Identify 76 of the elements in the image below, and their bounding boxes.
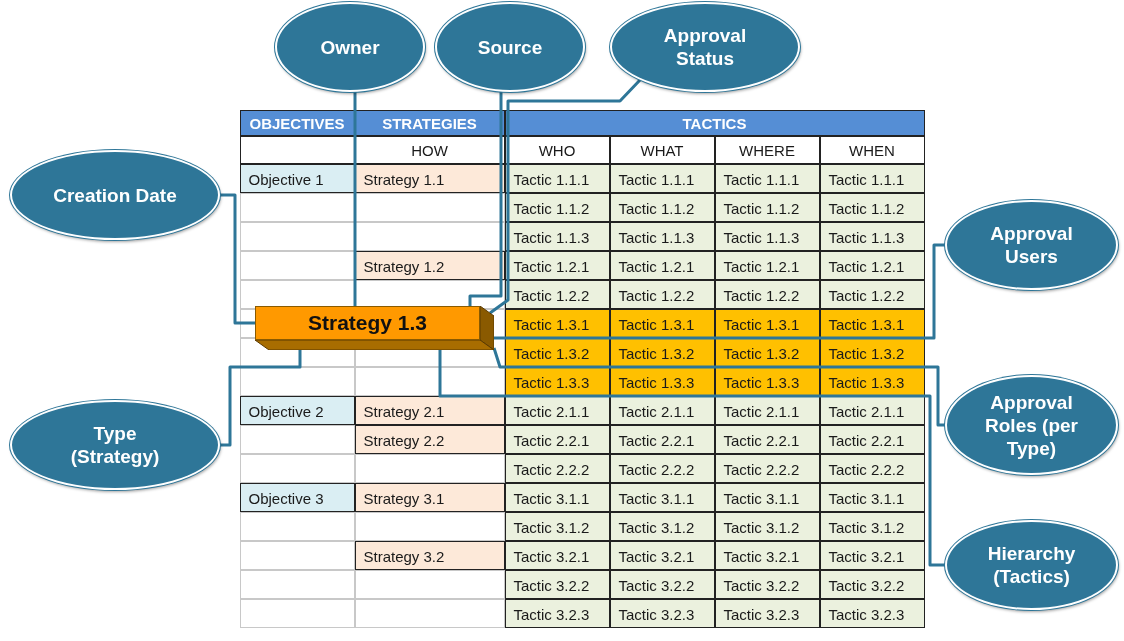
header-cell: WHEN [819,135,925,164]
table-cell: Objective 1 [239,163,355,193]
table-cell: Tactic 1.1.3 [609,221,715,251]
table-cell: Tactic 3.2.3 [504,598,610,628]
table-cell: Tactic 3.1.1 [819,482,925,512]
table-cell: Tactic 2.2.2 [609,453,715,483]
table-cell: Tactic 1.2.1 [714,250,820,280]
callout-bubble: Hierarchy (Tactics) [945,520,1118,610]
table-cell: Tactic 3.2.2 [819,569,925,599]
table-cell: Tactic 3.2.1 [714,540,820,570]
table-cell: Tactic 2.2.1 [819,424,925,454]
table-cell: Tactic 3.1.2 [504,511,610,541]
header-cell: TACTICS [504,109,925,136]
callout-bubble: Approval Status [610,2,800,92]
table-cell: Tactic 3.2.2 [609,569,715,599]
table-cell: Tactic 3.1.2 [714,511,820,541]
table-cell: Tactic 3.2.3 [609,598,715,628]
callout-bubble: Approval Roles (per Type) [945,375,1118,475]
table-cell: Tactic 2.2.1 [609,424,715,454]
table-cell: Tactic 1.2.1 [609,250,715,280]
table-cell: Tactic 2.2.1 [504,424,610,454]
table-cell: Strategy 3.1 [354,482,505,512]
table-cell: Tactic 3.2.2 [504,569,610,599]
table-cell: Tactic 1.3.1 [819,308,925,338]
leader-line [494,243,945,340]
table-cell: Tactic 2.2.2 [504,453,610,483]
header-cell: STRATEGIES [354,109,505,136]
table-cell: Objective 2 [239,395,355,425]
table-cell: Tactic 3.1.1 [714,482,820,512]
table-cell: Tactic 2.2.2 [819,453,925,483]
callout-bubble: Creation Date [10,150,220,240]
leader-line [468,92,503,306]
table-cell: Tactic 3.1.2 [609,511,715,541]
header-cell: WHERE [714,135,820,164]
table-cell: Tactic 3.1.2 [819,511,925,541]
callout-bubble: Approval Users [945,200,1118,290]
callout-bubble: Owner [275,2,425,92]
table-cell: Tactic 1.3.1 [714,308,820,338]
table-cell: Tactic 3.2.1 [609,540,715,570]
header-cell: WHAT [609,135,715,164]
leader-line [438,350,945,567]
table-cell: Tactic 1.1.1 [714,163,820,193]
table-cell: Tactic 2.2.2 [714,453,820,483]
table-cell: Tactic 3.2.1 [819,540,925,570]
table-cell: Tactic 1.3.1 [504,308,610,338]
table-cell: Tactic 1.2.2 [819,279,925,309]
table-cell: Tactic 1.2.2 [714,279,820,309]
header-cell: OBJECTIVES [239,109,355,136]
table-cell: Tactic 1.2.1 [819,250,925,280]
table-cell: Tactic 1.1.1 [819,163,925,193]
table-cell: Tactic 1.1.3 [819,221,925,251]
table-cell: Tactic 1.1.2 [714,192,820,222]
table-cell: Strategy 2.2 [354,424,505,454]
table-cell: Tactic 1.1.3 [714,221,820,251]
table-cell: Tactic 1.1.2 [819,192,925,222]
leader-line [353,92,357,306]
table-cell: Tactic 1.1.2 [609,192,715,222]
table-cell: Tactic 2.2.1 [714,424,820,454]
table-cell: Objective 3 [239,482,355,512]
table-cell: Tactic 3.2.3 [714,598,820,628]
table-cell: Tactic 3.1.1 [504,482,610,512]
table-cell: Tactic 1.1.1 [609,163,715,193]
table-cell: Tactic 3.2.3 [819,598,925,628]
table-cell: Tactic 3.2.2 [714,569,820,599]
callout-bubble: Type (Strategy) [10,400,220,490]
table-cell: Tactic 1.3.1 [609,308,715,338]
table-cell: Tactic 1.2.2 [504,279,610,309]
leader-line [492,347,945,427]
table-cell: Strategy 3.2 [354,540,505,570]
table-cell: Tactic 3.1.1 [609,482,715,512]
table-cell: Tactic 3.2.1 [504,540,610,570]
table-cell: Tactic 1.2.2 [609,279,715,309]
leader-line [220,350,302,447]
leader-line [220,193,255,325]
callout-bubble: Source [435,2,585,92]
leader-line [489,78,642,315]
